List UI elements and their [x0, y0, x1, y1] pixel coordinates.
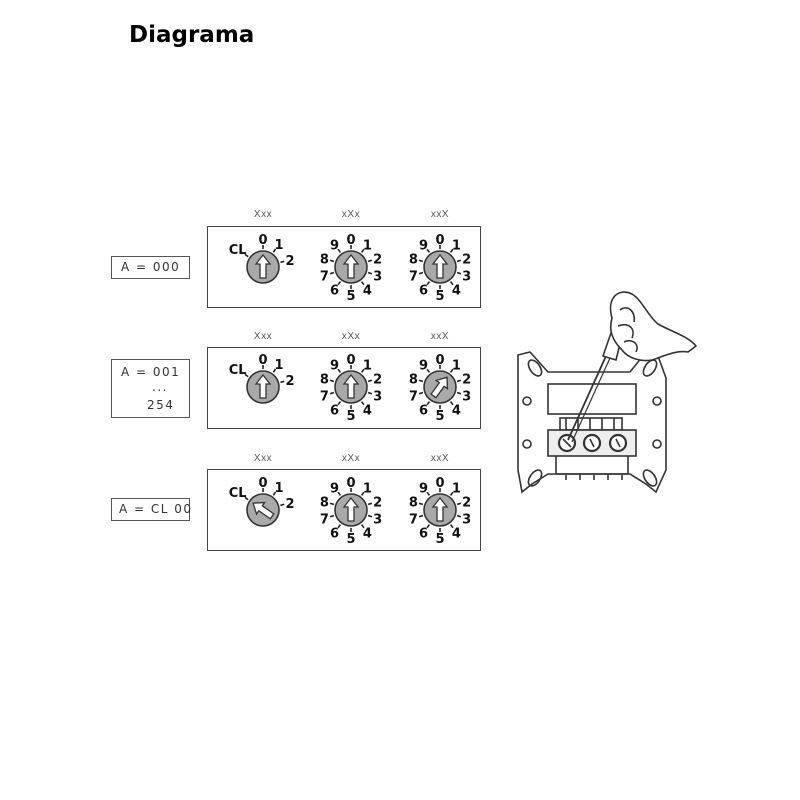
column-header-hundreds: Xxx: [253, 453, 273, 464]
page-title: Diagrama: [129, 22, 255, 48]
address-label: A = 001: [121, 365, 181, 379]
column-header-units: xxX: [430, 453, 450, 464]
column-header-tens: xXx: [341, 209, 361, 220]
address-range-end: 254: [147, 398, 175, 412]
address-ellipsis: ...: [152, 380, 168, 394]
column-header-hundreds: Xxx: [253, 209, 273, 220]
module-illustration: [517, 291, 698, 494]
column-header-hundreds: Xxx: [253, 331, 273, 342]
address-box-row-1: A = 000: [111, 256, 190, 279]
column-header-units: xxX: [430, 331, 450, 342]
column-header-units: xxX: [430, 209, 450, 220]
switch-frame-row-2: [207, 347, 481, 429]
address-label: A = CL 00: [119, 502, 193, 516]
column-header-tens: xXx: [341, 453, 361, 464]
address-box-row-2: A = 001 ... 254: [111, 359, 190, 418]
switch-frame-row-3: [207, 469, 481, 551]
address-box-row-3: A = CL 00: [111, 498, 193, 521]
column-header-tens: xXx: [341, 331, 361, 342]
address-label: A = 000: [121, 260, 181, 274]
switch-frame-row-1: [207, 226, 481, 308]
